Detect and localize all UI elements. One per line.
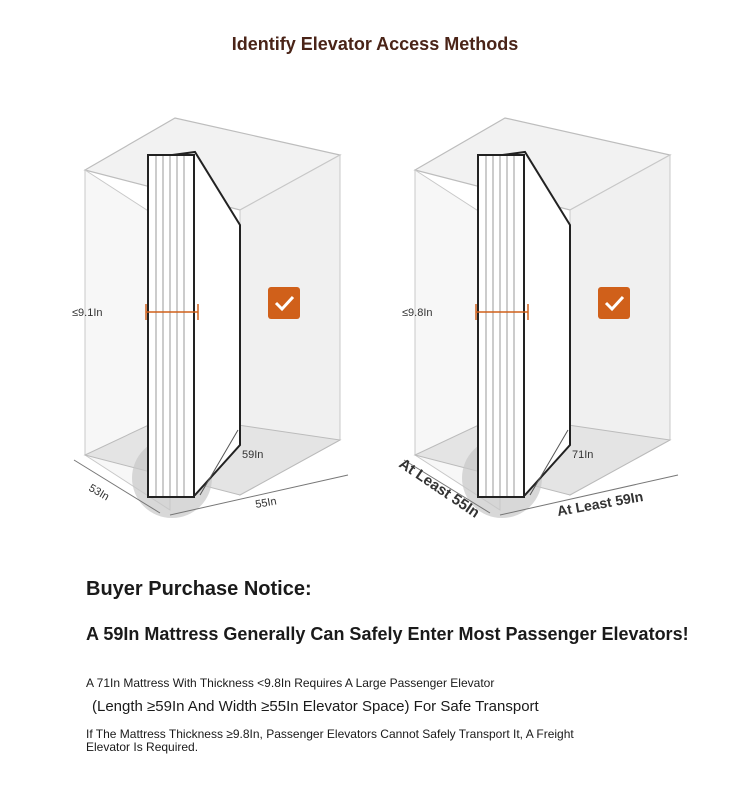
notice-line-2: (Length ≥59In And Width ≥55In Elevator S… — [92, 698, 539, 715]
notice-main-text: A 59In Mattress Generally Can Safely Ent… — [86, 624, 689, 644]
check-icon — [598, 287, 630, 319]
mattress-length-label: 59In — [242, 449, 263, 461]
mattress-length-label: 71In — [572, 449, 593, 461]
page-title: Identify Elevator Access Methods — [231, 34, 519, 54]
thickness-label: ≤9.1In — [72, 307, 103, 319]
width-label: 55In — [254, 495, 277, 511]
elevator-diagram-right: ≤9.8In 71In At Least 55In At Least 59In — [396, 117, 679, 522]
thickness-label: ≤9.8In — [402, 307, 433, 319]
elevator-diagram-left: ≤9.1In 59In 53In 55In — [72, 117, 349, 518]
notice-line-3: If The Mattress Thickness ≥9.8In, Passen… — [86, 727, 574, 754]
depth-label: 53In — [87, 482, 112, 503]
notice-heading: Buyer Purchase Notice: — [86, 578, 312, 600]
check-icon — [268, 287, 300, 319]
notice-line-1: A 71In Mattress With Thickness <9.8In Re… — [86, 676, 495, 690]
